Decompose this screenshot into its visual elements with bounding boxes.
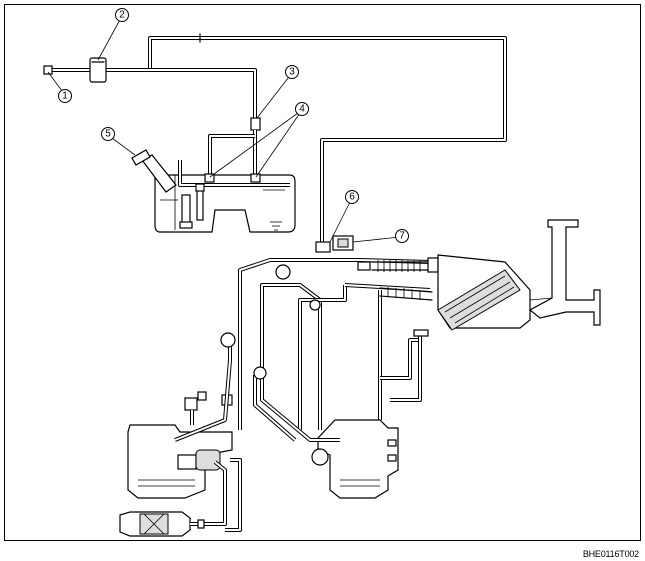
engine-left [127,391,233,499]
callout-1-label: 1 [62,91,68,102]
intake-manifold-pipes [238,258,431,430]
tank-vent-lines [178,134,290,192]
part-1-connector [43,65,53,75]
figure-code: BHE0116T002 [582,549,639,559]
intake-bellows [357,257,439,301]
callout-7-label: 7 [399,231,405,242]
part-2-canister [89,57,107,83]
air-cleaner [437,254,531,331]
callout-7: 7 [395,229,409,243]
callout-2-label: 2 [119,10,125,21]
callout-1: 1 [58,89,72,103]
callout-4-label: 4 [299,104,305,115]
callout-6-label: 6 [349,192,355,203]
callout-5: 5 [101,127,115,141]
part-5-filler-cap [131,149,177,193]
left-pipes [174,332,242,532]
center-pipes [253,360,340,442]
catalytic-converter [119,460,227,537]
callout-3: 3 [285,65,299,79]
callout-2: 2 [115,8,129,22]
air-intake-duct [528,219,601,326]
part-6-purge-solenoid [315,241,331,253]
callout-6: 6 [345,190,359,204]
diagram-frame [4,4,641,541]
callout-4: 4 [295,102,309,116]
vent-line [50,68,257,118]
callout-3-label: 3 [289,67,295,78]
part-3-check-valve [250,117,261,178]
engine-right [311,419,399,499]
part-7-solenoid-body [332,235,354,251]
callout-5-label: 5 [105,129,111,140]
